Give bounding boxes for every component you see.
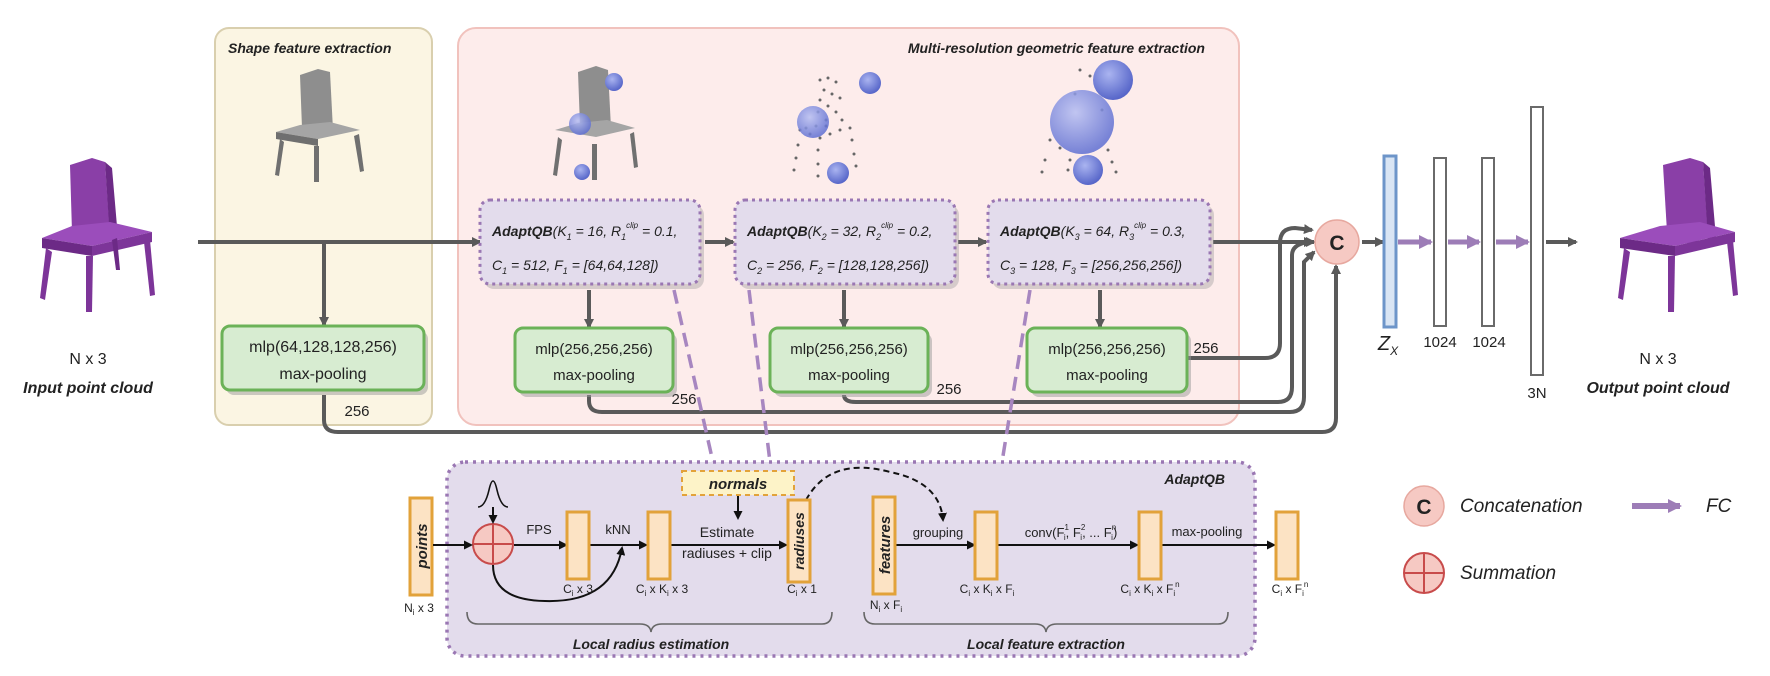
brace-left-label: Local radius estimation xyxy=(573,636,729,652)
arrow-mlp2-to-concat xyxy=(842,237,1316,404)
concat-node: C xyxy=(1314,219,1360,265)
svg-text:AdaptQB(K1 = 16, R1clip = 0.1,: AdaptQB(K1 = 16, R1clip = 0.1, xyxy=(491,221,677,242)
legend-concat-icon xyxy=(1403,485,1445,527)
legend: C Concatenation FC Summation xyxy=(1403,485,1732,594)
fps-label: FPS xyxy=(526,522,552,537)
arrow-sum-to-knn-curve xyxy=(492,546,626,603)
shape-feature-title: Shape feature extraction xyxy=(228,40,391,56)
pooled-output-dims: Ci x Fin xyxy=(1272,580,1309,598)
svg-text:Ni x Fi: Ni x Fi xyxy=(870,598,902,614)
legend-concat-symbol: C xyxy=(1416,496,1431,519)
maxpool-label: max-pooling xyxy=(1172,524,1243,539)
fc-layer-2-label: 1024 xyxy=(1472,334,1505,351)
estimate-label-2: radiuses + clip xyxy=(682,545,772,561)
stage2-mlp-text: mlp(256,256,256) xyxy=(790,341,908,358)
shape-out-dim: 256 xyxy=(344,403,369,420)
svg-text:C3 = 128, F3 = [256,256,256]): C3 = 128, F3 = [256,256,256]) xyxy=(1000,257,1182,276)
points-text: points xyxy=(414,524,431,570)
sampled-points-box xyxy=(565,510,591,581)
svg-text:C2 = 256, F2 = [128,128,256]): C2 = 256, F2 = [128,128,256]) xyxy=(747,257,929,276)
summation-node xyxy=(472,523,514,565)
stage1-out-dim: 256 xyxy=(671,391,696,408)
estimate-label-1: Estimate xyxy=(700,524,755,540)
zx-label: ZX xyxy=(1377,333,1399,358)
stage3-mlp-box: mlp(256,256,256) max-pooling xyxy=(1025,326,1191,397)
conv-features-dims: Ci x Ki x Fin xyxy=(1120,580,1179,598)
shape-mlp-text: mlp(64,128,128,256) xyxy=(249,339,397,356)
pooled-output-box xyxy=(1274,510,1300,581)
points-box: points Ni x 3 xyxy=(404,496,434,617)
features-text: features xyxy=(877,516,894,574)
concat-symbol: C xyxy=(1329,232,1344,255)
stage2-pool-text: max-pooling xyxy=(808,367,890,384)
stage2-chair-image xyxy=(792,72,881,184)
grouping-label: grouping xyxy=(913,525,964,540)
stage1-pool-text: max-pooling xyxy=(553,367,635,384)
fc-layer-3n-label: 3N xyxy=(1527,385,1546,402)
knn-label: kNN xyxy=(605,522,630,537)
output-chair-image xyxy=(1618,158,1738,312)
stage3-pool-text: max-pooling xyxy=(1066,367,1148,384)
stage3-mlp-text: mlp(256,256,256) xyxy=(1048,341,1166,358)
arrow-shape-mlp-to-concat xyxy=(322,264,1341,434)
legend-fc-label: FC xyxy=(1706,496,1732,517)
arrow-radiuses-to-grouping xyxy=(805,466,947,522)
input-label: Input point cloud xyxy=(23,380,154,397)
adaptqb-stage-2: AdaptQB(K2 = 32, R2clip = 0.2, C2 = 256,… xyxy=(733,198,959,289)
stage2-out-dim: 256 xyxy=(936,381,961,398)
radiuses-box: radiuses Ci x 1 xyxy=(786,498,817,598)
stage1-chair-image xyxy=(553,66,638,180)
grouped-features-dims: Ci x Ki x Fi xyxy=(960,582,1015,598)
brace-right-label: Local feature extraction xyxy=(967,636,1125,652)
input-chair-image xyxy=(40,158,155,312)
input-dims: N x 3 xyxy=(69,351,106,368)
stage2-name: AdaptQB xyxy=(746,223,808,239)
fc-layer-1-label: 1024 xyxy=(1423,334,1456,351)
conv-features-box xyxy=(1137,510,1163,581)
arrow-mlp1-to-concat xyxy=(587,250,1316,414)
stage1-mlp-text: mlp(256,256,256) xyxy=(535,341,653,358)
knn-groups-dims: Ci x Ki x 3 xyxy=(636,582,689,598)
stage2-mlp-box: mlp(256,256,256) max-pooling xyxy=(768,326,932,397)
svg-text:AdaptQB(K3 = 64, R3clip = 0.3,: AdaptQB(K3 = 64, R3clip = 0.3, xyxy=(999,221,1185,242)
svg-text:C1 = 512, F1 = [64,64,128]): C1 = 512, F1 = [64,64,128]) xyxy=(492,257,659,276)
fc-layer-3n xyxy=(1530,106,1544,376)
normals-text: normals xyxy=(709,476,767,493)
svg-text:Ni x 3: Ni x 3 xyxy=(404,601,434,617)
gaussian-icon xyxy=(477,480,509,508)
shape-pool-text: max-pooling xyxy=(279,366,366,383)
legend-sum-label: Summation xyxy=(1460,563,1556,584)
stage3-out-dim: 256 xyxy=(1193,340,1218,357)
legend-concat-label: Concatenation xyxy=(1460,496,1583,517)
svg-text:Ci x 1: Ci x 1 xyxy=(787,582,817,598)
stage3-chair-image xyxy=(1040,60,1133,185)
stage1-name: AdaptQB xyxy=(491,223,553,239)
multi-resolution-title: Multi-resolution geometric feature extra… xyxy=(908,40,1205,56)
stage3-name: AdaptQB xyxy=(999,223,1061,239)
features-box: features Ni x Fi xyxy=(870,495,902,614)
grouped-features-box xyxy=(973,510,999,581)
output-label: Output point cloud xyxy=(1586,380,1730,397)
output-dims: N x 3 xyxy=(1639,351,1676,368)
fc-layer-1 xyxy=(1433,157,1447,327)
shape-mlp-box: mlp(64,128,128,256) max-pooling xyxy=(220,324,428,395)
brace-left xyxy=(466,611,833,633)
adaptqb-detail-title: AdaptQB xyxy=(1163,471,1225,487)
stage1-mlp-box: mlp(256,256,256) max-pooling xyxy=(513,326,677,397)
brace-right xyxy=(863,611,1229,633)
zx-layer xyxy=(1382,154,1398,329)
normals-tag: normals xyxy=(681,470,795,496)
sampled-points-dims: Ci x 3 xyxy=(563,582,593,598)
adaptqb-stage-3: AdaptQB(K3 = 64, R3clip = 0.3, C3 = 128,… xyxy=(986,198,1214,289)
adaptqb-stage-1: AdaptQB(K1 = 16, R1clip = 0.1, C1 = 512,… xyxy=(478,198,704,289)
shape-chair-image xyxy=(275,69,364,182)
knn-groups-box xyxy=(646,510,672,581)
radiuses-text: radiuses xyxy=(791,512,807,570)
arrow-mlp3-to-concat xyxy=(1185,224,1314,360)
svg-text:AdaptQB(K2 = 32, R2clip = 0.2,: AdaptQB(K2 = 32, R2clip = 0.2, xyxy=(746,221,932,242)
detail-connectors xyxy=(672,289,1032,463)
fc-layer-2 xyxy=(1481,157,1495,327)
